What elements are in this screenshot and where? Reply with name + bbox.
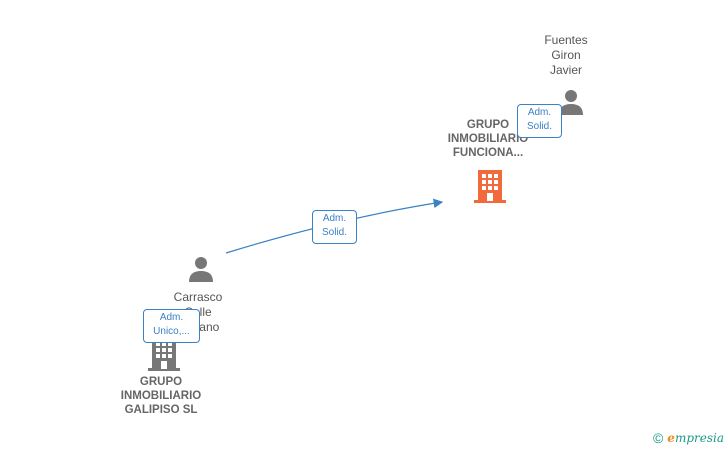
company-galipiso-label[interactable]: GRUPO INMOBILIARIO GALIPISO SL [120,376,202,416]
person-fuentes-icon[interactable] [557,88,585,116]
edge-tag-carrasco-funcional[interactable]: Adm. Solid. [312,210,357,244]
person-carrasco-icon[interactable] [187,255,215,283]
company-galipiso-building-icon[interactable] [148,337,180,371]
company-funcional-building-icon[interactable] [474,169,506,203]
edge-tag-carrasco-galipiso[interactable]: Adm. Unico,... [143,309,200,343]
empresia-logo: empresia [667,431,724,445]
person-fuentes-label[interactable]: Fuentes Giron Javier [544,33,588,77]
copyright-icon: © [652,430,664,446]
company-funcional-label[interactable]: GRUPO INMOBILIARIO FUNCIONA... [447,119,529,159]
edge-tag-fuentes-funcional[interactable]: Adm. Solid. [517,104,562,138]
empresia-watermark: © empresia [653,430,724,446]
